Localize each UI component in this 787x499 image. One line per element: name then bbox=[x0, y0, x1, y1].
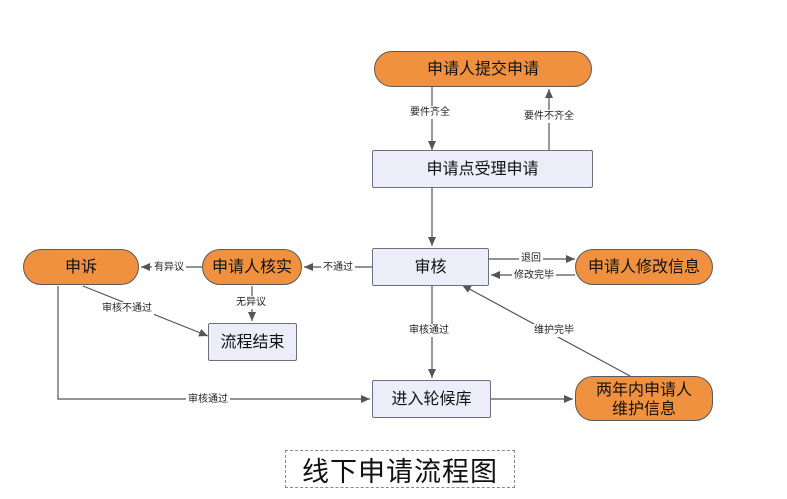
node-maintain-info: 两年内申请人 维护信息 bbox=[575, 376, 713, 421]
node-appeal: 申诉 bbox=[23, 249, 139, 285]
edge-label-modified: 修改完毕 bbox=[512, 269, 556, 282]
edge-label-return: 退回 bbox=[519, 252, 543, 265]
edge-label-maintain-done: 维护完毕 bbox=[532, 324, 576, 337]
edge-label-review-pass-2: 审核通过 bbox=[186, 393, 230, 406]
edge-label-review-not-pass: 审核不通过 bbox=[100, 302, 154, 315]
node-accept-application: 申请点受理申请 bbox=[372, 150, 593, 188]
node-applicant-verify: 申请人核实 bbox=[202, 249, 302, 285]
node-applicant-modify: 申请人修改信息 bbox=[575, 249, 713, 285]
edge-label-objection: 有异议 bbox=[152, 261, 186, 274]
edge-label-complete: 要件齐全 bbox=[408, 106, 452, 119]
node-submit-application: 申请人提交申请 bbox=[374, 51, 592, 87]
edge-label-incomplete: 要件不齐全 bbox=[522, 110, 576, 123]
edge-label-not-pass: 不通过 bbox=[321, 261, 355, 274]
node-process-end: 流程结束 bbox=[208, 323, 297, 361]
edge-label-no-objection: 无异议 bbox=[234, 296, 268, 309]
edge-label-review-pass: 审核通过 bbox=[407, 324, 451, 337]
edge-appeal-to-pool bbox=[57, 286, 370, 403]
node-review: 审核 bbox=[372, 248, 489, 286]
node-waiting-pool: 进入轮候库 bbox=[372, 380, 491, 418]
diagram-caption: 线下申请流程图 bbox=[285, 450, 515, 488]
